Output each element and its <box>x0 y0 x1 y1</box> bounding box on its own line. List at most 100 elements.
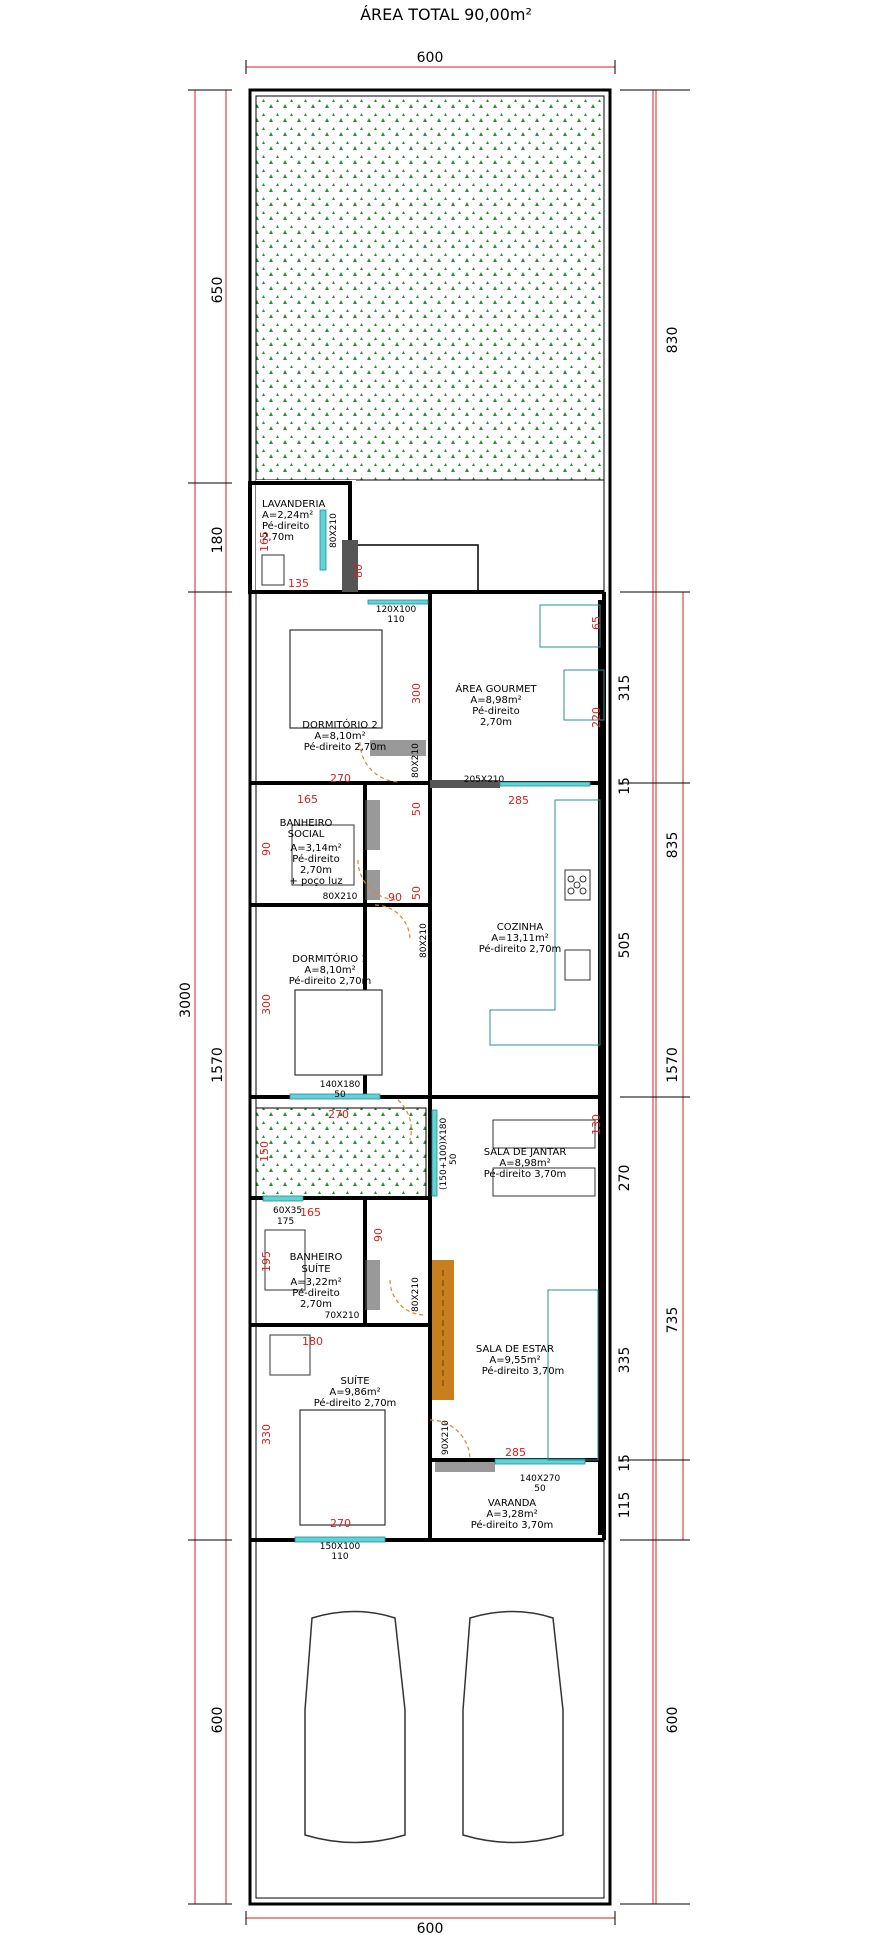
room-sala-jantar: SALA DE JANTAR A=8,98m² Pé-direito 3,70m <box>484 1147 567 1180</box>
svg-text:Pé-direito 3,70m: Pé-direito 3,70m <box>482 1365 565 1377</box>
svg-text:330: 330 <box>260 1424 273 1445</box>
beds <box>289 629 386 1526</box>
svg-text:LAVANDERIA: LAVANDERIA <box>262 499 325 510</box>
svg-text:80X210: 80X210 <box>323 892 358 902</box>
svg-text:70X210: 70X210 <box>325 1311 360 1321</box>
svg-text:90: 90 <box>372 1228 385 1242</box>
dim-right-15a: 15 <box>617 777 633 795</box>
svg-text:165: 165 <box>300 1206 321 1219</box>
room-gourmet: ÁREA GOURMET A=8,98m² Pé-direito 2,70m <box>455 682 537 728</box>
svg-text:180: 180 <box>302 1335 323 1348</box>
svg-text:50: 50 <box>534 1484 546 1494</box>
svg-text:Pé-direito 2,70m: Pé-direito 2,70m <box>304 741 387 753</box>
svg-text:90X210: 90X210 <box>441 1420 451 1455</box>
svg-text:175: 175 <box>277 1217 294 1227</box>
svg-text:50: 50 <box>410 802 423 816</box>
svg-text:Pé-direito 3,70m: Pé-direito 3,70m <box>471 1519 554 1531</box>
svg-text:80: 80 <box>352 564 365 578</box>
room-banheiro-suite: BANHEIRO SUÍTE A=3,22m² Pé-direito 2,70m <box>290 1252 343 1310</box>
svg-text:165: 165 <box>297 793 318 806</box>
svg-text:50: 50 <box>449 1153 459 1165</box>
opening-labels: 80X210 120X100 110 80X210 205X210 80X210… <box>273 513 561 1562</box>
svg-text:A=8,10m²: A=8,10m² <box>304 965 355 976</box>
dim-right-600: 600 <box>665 1707 681 1734</box>
room-cozinha: COZINHA A=13,11m² Pé-direito 2,70m <box>479 922 562 955</box>
room-suite: SUÍTE A=9,86m² Pé-direito 2,70m <box>314 1374 397 1409</box>
svg-text:135: 135 <box>288 577 309 590</box>
svg-text:SALA DE JANTAR: SALA DE JANTAR <box>484 1147 567 1158</box>
dim-left-total: 3000 <box>178 982 194 1018</box>
red-dimensions: 165 135 80 300 270 220 65 165 90 50 285 … <box>258 531 603 1530</box>
svg-text:A=8,98m²: A=8,98m² <box>499 1158 550 1169</box>
svg-text:2,70m: 2,70m <box>480 717 512 728</box>
svg-text:SOCIAL: SOCIAL <box>288 829 325 840</box>
svg-text:110: 110 <box>331 1552 348 1562</box>
svg-text:220: 220 <box>590 707 603 728</box>
svg-text:165: 165 <box>258 531 271 552</box>
dim-right-15b: 15 <box>617 1454 633 1472</box>
svg-text:Pé-direito: Pé-direito <box>292 853 339 865</box>
svg-text:140X180: 140X180 <box>320 1080 361 1090</box>
svg-text:Pé-direito 2,70m: Pé-direito 2,70m <box>289 975 372 987</box>
svg-text:BANHEIRO: BANHEIRO <box>290 1252 343 1263</box>
svg-text:Pé-direito: Pé-direito <box>292 1287 339 1299</box>
svg-text:SUÍTE: SUÍTE <box>340 1374 369 1387</box>
room-sala-estar: SALA DE ESTAR A=9,55m² Pé-direito 3,70m <box>476 1344 564 1377</box>
svg-text:Pé-direito 2,70m: Pé-direito 2,70m <box>479 943 562 955</box>
svg-text:120X100: 120X100 <box>376 605 417 615</box>
svg-text:A=3,14m²: A=3,14m² <box>290 843 341 854</box>
svg-text:Pé-direito: Pé-direito <box>262 520 309 532</box>
dim-right-270: 270 <box>617 1165 633 1192</box>
svg-text:2,70m: 2,70m <box>300 1299 332 1310</box>
svg-text:285: 285 <box>508 794 529 807</box>
svg-text:195: 195 <box>260 1251 273 1272</box>
svg-text:ÁREA GOURMET: ÁREA GOURMET <box>455 682 537 695</box>
hatched-walls <box>342 540 500 1472</box>
svg-text:BANHEIRO: BANHEIRO <box>280 818 333 829</box>
svg-text:150X100: 150X100 <box>320 1542 361 1552</box>
dimension-ticks <box>188 60 690 1925</box>
svg-text:DORMITÓRIO 2: DORMITÓRIO 2 <box>302 718 377 731</box>
svg-text:A=9,55m²: A=9,55m² <box>489 1355 540 1366</box>
dim-left-650: 650 <box>210 277 226 304</box>
svg-text:80X210: 80X210 <box>411 743 421 778</box>
room-dormitorio-1: DORMITÓRIO 1 A=8,10m² Pé-direito 2,70m <box>289 952 372 987</box>
dim-right-505: 505 <box>617 932 633 959</box>
svg-text:VARANDA: VARANDA <box>488 1498 536 1509</box>
svg-text:270: 270 <box>330 772 351 785</box>
svg-text:80X210: 80X210 <box>419 923 429 958</box>
svg-text:SUÍTE: SUÍTE <box>301 1262 330 1275</box>
svg-text:Pé-direito 3,70m: Pé-direito 3,70m <box>484 1168 567 1180</box>
svg-text:90: 90 <box>260 842 273 856</box>
svg-text:130: 130 <box>590 1114 603 1135</box>
svg-text:50: 50 <box>334 1090 346 1100</box>
dim-right-115: 115 <box>617 1492 633 1519</box>
dim-right-835: 835 <box>665 832 681 859</box>
svg-text:2,70m: 2,70m <box>262 532 294 543</box>
room-banheiro-social: BANHEIRO SOCIAL A=3,14m² Pé-direito 2,70… <box>280 818 343 887</box>
svg-text:300: 300 <box>410 683 423 704</box>
svg-text:90: 90 <box>388 891 402 904</box>
svg-text:270: 270 <box>330 1517 351 1530</box>
svg-text:DORMITÓRIO 1: DORMITÓRIO 1 <box>292 952 367 965</box>
svg-text:50: 50 <box>410 886 423 900</box>
svg-text:2,70m: 2,70m <box>300 865 332 876</box>
dim-right-830: 830 <box>665 327 681 354</box>
dim-right-735: 735 <box>665 1307 681 1334</box>
dim-left-1570: 1570 <box>210 1047 226 1083</box>
svg-text:A=8,10m²: A=8,10m² <box>314 731 365 742</box>
dim-top-width: 600 <box>417 50 444 66</box>
svg-text:150: 150 <box>258 1141 271 1162</box>
cars <box>304 1610 564 1844</box>
light-well-garden <box>255 1107 427 1199</box>
svg-text:65: 65 <box>590 616 603 630</box>
svg-text:A=8,98m²: A=8,98m² <box>470 695 521 706</box>
plan-title: ÁREA TOTAL 90,00m² <box>360 5 532 24</box>
svg-text:COZINHA: COZINHA <box>497 922 544 933</box>
fixtures <box>261 554 605 1461</box>
room-dormitorio-2: DORMITÓRIO 2 A=8,10m² Pé-direito 2,70m <box>302 718 386 753</box>
dim-right-1570: 1570 <box>665 1047 681 1083</box>
room-varanda: VARANDA A=3,28m² Pé-direito 3,70m <box>471 1498 554 1531</box>
svg-text:205X210: 205X210 <box>464 775 505 785</box>
svg-text:Pé-direito 2,70m: Pé-direito 2,70m <box>314 1397 397 1409</box>
